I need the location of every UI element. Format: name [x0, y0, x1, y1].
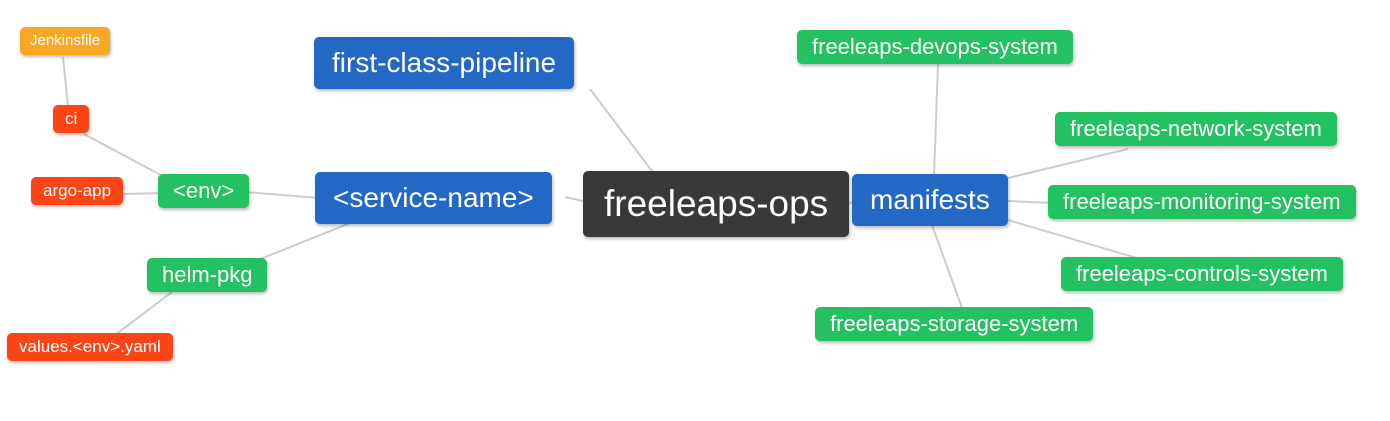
edge-manifests-controls [1007, 219, 1141, 260]
node-service-name[interactable]: <service-name> [315, 172, 552, 224]
node-jenkinsfile[interactable]: Jenkinsfile [20, 27, 111, 55]
edge-manifests-storage [931, 224, 963, 309]
node-storage-system-label: freeleaps-storage-system [830, 311, 1079, 336]
edge-servicename-helmpkg [257, 220, 356, 261]
node-first-class-pipeline-label: first-class-pipeline [332, 47, 557, 78]
node-jenkinsfile-label: Jenkinsfile [30, 32, 101, 49]
node-ci[interactable]: ci [53, 105, 90, 134]
node-freeleaps-network-system[interactable]: freeleaps-network-system [1055, 112, 1337, 147]
edge-pipeline-root [589, 88, 656, 176]
edge-argoapp-env [120, 192, 166, 195]
node-freeleaps-controls-system[interactable]: freeleaps-controls-system [1061, 257, 1343, 292]
edge-manifests-devops [933, 63, 939, 177]
node-devops-system-label: freeleaps-devops-system [812, 34, 1058, 59]
edge-helmpkg-values [114, 291, 173, 336]
node-argo-app[interactable]: argo-app [31, 177, 124, 206]
node-values-env-yaml[interactable]: values.<env>.yaml [7, 333, 173, 362]
node-freeleaps-devops-system[interactable]: freeleaps-devops-system [797, 30, 1073, 65]
node-manifests-label: manifests [870, 184, 990, 215]
edge-manifests-network [1007, 148, 1129, 179]
node-helm-pkg-label: helm-pkg [162, 262, 253, 287]
node-argo-app-label: argo-app [43, 181, 112, 200]
edge-env-servicename [243, 191, 321, 199]
node-service-name-label: <service-name> [333, 182, 534, 213]
node-controls-system-label: freeleaps-controls-system [1076, 261, 1328, 286]
node-freeleaps-storage-system[interactable]: freeleaps-storage-system [815, 307, 1094, 342]
edge-jenkinsfile-ci [62, 56, 69, 107]
node-network-system-label: freeleaps-network-system [1070, 116, 1322, 141]
node-first-class-pipeline[interactable]: first-class-pipeline [314, 37, 575, 89]
node-manifests[interactable]: manifests [852, 174, 1008, 226]
node-freeleaps-ops-root[interactable]: freeleaps-ops [583, 171, 850, 238]
node-freeleaps-ops-label: freeleaps-ops [604, 183, 829, 224]
edge-manifests-monitoring [1007, 200, 1053, 204]
node-monitoring-system-label: freeleaps-monitoring-system [1063, 189, 1341, 214]
node-helm-pkg[interactable]: helm-pkg [147, 258, 268, 293]
node-values-env-yaml-label: values.<env>.yaml [19, 337, 161, 356]
node-env-label: <env> [173, 178, 235, 203]
node-env[interactable]: <env> [158, 174, 250, 209]
node-ci-label: ci [65, 109, 78, 128]
node-freeleaps-monitoring-system[interactable]: freeleaps-monitoring-system [1048, 185, 1356, 220]
